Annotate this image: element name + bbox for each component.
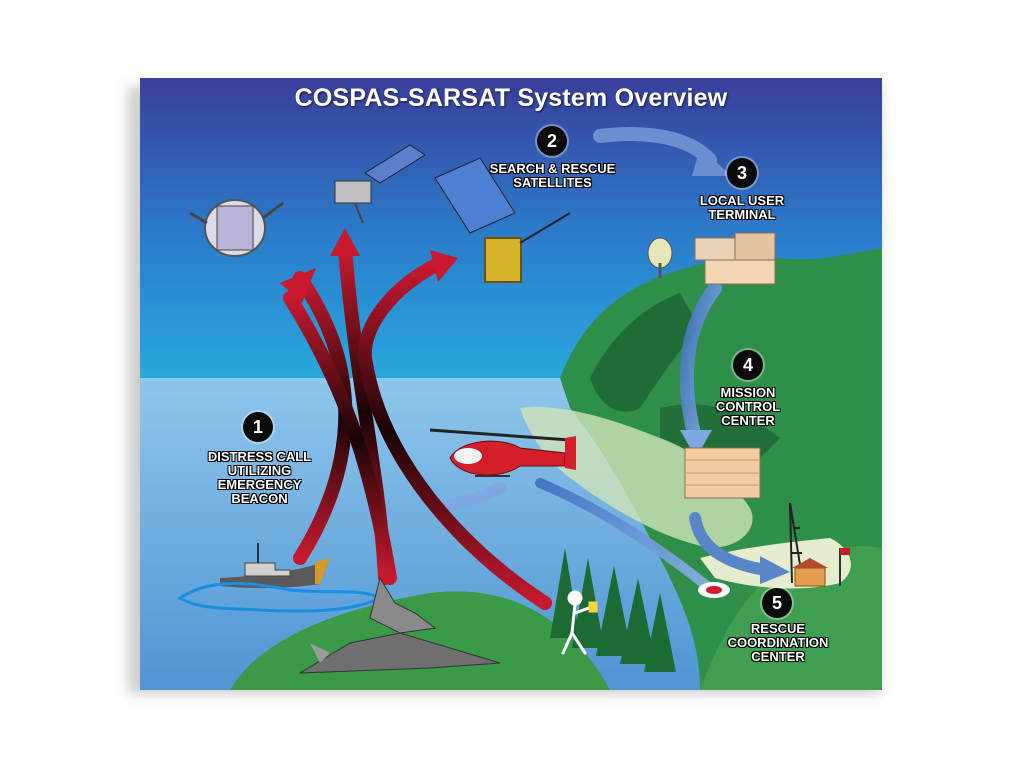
- flow-arrow-heli-to-rcc: [535, 478, 717, 595]
- step-4-label: MISSION CONTROL CENTER: [715, 385, 781, 428]
- rescue-target-marker: [698, 582, 730, 598]
- step-2-badge: 2: [537, 126, 567, 156]
- step-1-label: DISTRESS CALL UTILIZING EMERGENCY BEACON: [207, 449, 312, 506]
- step-1-badge: 1: [243, 412, 273, 442]
- satellite-middle-icon: [334, 144, 426, 224]
- satellite-dish-icon: [647, 237, 673, 278]
- flow-arrow-mcc-to-rcc: [689, 512, 771, 576]
- rescue-coordination-building-icon: [792, 548, 850, 587]
- satellite-left-icon: [189, 199, 284, 257]
- mission-control-building-icon: [684, 447, 761, 499]
- diagram-panel: COSPAS-SARSAT System Overview 1 DISTRESS…: [140, 78, 882, 690]
- step-3-label: LOCAL USER TERMINAL: [699, 193, 785, 222]
- step-5-label: RESCUE COORDINATION CENTER: [727, 621, 829, 664]
- satellite-right-icon: [434, 157, 571, 283]
- beam-arrowhead-middle: [330, 228, 360, 256]
- distress-signal-beams: [283, 241, 552, 610]
- step-4-badge: 4: [733, 350, 763, 380]
- beam-arrowhead-right: [430, 250, 458, 282]
- diagram-artwork: [140, 78, 882, 690]
- cliff-shading: [590, 293, 700, 412]
- hiker-with-beacon-icon: [561, 590, 598, 655]
- flow-arrowhead-mcc: [680, 430, 712, 458]
- flow-arrowhead-lut: [692, 148, 732, 176]
- flow-arrow-lut-to-mcc: [679, 281, 722, 445]
- local-user-terminal-building-icon: [694, 232, 776, 285]
- plane-wreck-icon: [299, 576, 501, 674]
- step-2-label: SEARCH & RESCUE SATELLITES: [489, 161, 616, 190]
- step-5-badge: 5: [762, 588, 792, 618]
- page-title: COSPAS-SARSAT System Overview: [294, 84, 728, 112]
- step-3-badge: 3: [727, 158, 757, 188]
- beam-arrowhead-left: [280, 268, 316, 303]
- rescue-helicopter-icon: [429, 428, 576, 477]
- flow-arrowhead-rcc: [760, 556, 790, 584]
